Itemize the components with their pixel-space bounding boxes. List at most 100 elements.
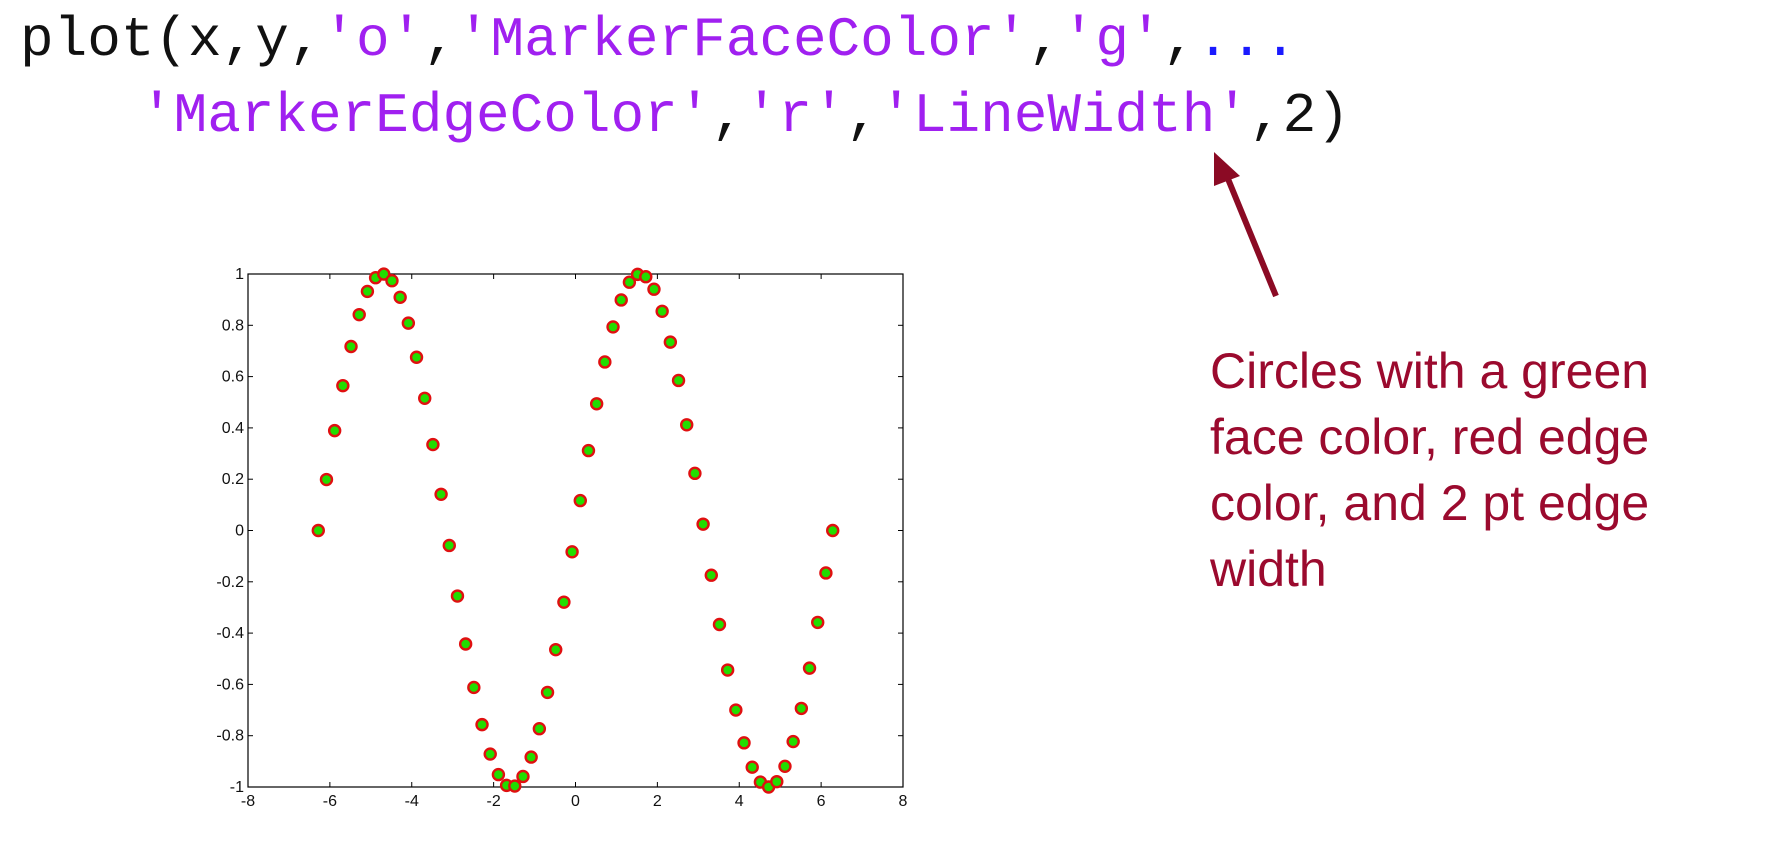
callout-text: Circles with a green face color, red edg… — [1210, 343, 1650, 597]
data-point — [434, 487, 448, 501]
code-line-1: plot(x,y,'o','MarkerFaceColor','g',... — [20, 12, 1297, 68]
code-token: , — [711, 84, 745, 148]
data-point — [418, 391, 432, 405]
data-point — [696, 517, 710, 531]
data-point — [778, 759, 792, 774]
data-point — [581, 443, 596, 458]
code-token: , — [1162, 8, 1197, 72]
code-line-2: 'MarkerEdgeColor','r','LineWidth',2) — [140, 88, 1350, 144]
code-token: ... — [1196, 8, 1298, 72]
data-point — [549, 642, 563, 657]
y-tick-label: -1 — [230, 779, 244, 796]
y-tick-label: -0.8 — [216, 728, 244, 745]
data-point — [508, 779, 522, 793]
data-point — [532, 722, 547, 736]
data-point — [565, 545, 579, 559]
callout-arrow — [1214, 152, 1279, 298]
data-point — [639, 270, 653, 284]
code-token: 'LineWidth' — [879, 84, 1250, 148]
code-token: 'r' — [744, 84, 846, 148]
data-point — [458, 637, 473, 651]
y-tick-label: -0.4 — [216, 625, 244, 642]
x-tick-label: -4 — [405, 793, 419, 810]
data-point — [622, 275, 637, 289]
data-point — [826, 523, 840, 538]
y-tick-label: 0 — [235, 523, 244, 540]
data-point — [557, 595, 571, 609]
data-point — [393, 290, 407, 304]
data-point — [491, 767, 506, 782]
data-point — [336, 378, 350, 393]
data-point — [360, 284, 375, 299]
y-tick-label: 0.8 — [222, 317, 244, 334]
data-point — [442, 538, 456, 553]
data-point — [516, 769, 530, 784]
code-token: 'MarkerFaceColor' — [456, 8, 1029, 72]
data-point — [467, 680, 481, 695]
y-tick-label: 0.2 — [222, 471, 244, 488]
data-point — [401, 316, 416, 330]
data-point — [311, 523, 325, 538]
x-tick-label: 6 — [817, 793, 826, 810]
data-point — [426, 437, 440, 452]
data-point — [483, 747, 497, 761]
data-point — [540, 685, 555, 700]
code-token: , — [1028, 8, 1062, 72]
data-point — [720, 663, 735, 677]
data-point — [352, 307, 366, 322]
y-tick-label: 0.4 — [222, 420, 244, 437]
data-point — [712, 617, 727, 632]
data-point — [327, 423, 342, 438]
data-point — [770, 774, 784, 789]
data-point — [475, 717, 489, 732]
data-point — [598, 355, 612, 369]
data-point — [319, 472, 334, 487]
data-point — [688, 466, 702, 481]
data-point — [680, 418, 694, 432]
x-tick-label: -6 — [323, 793, 337, 810]
data-point — [663, 335, 678, 349]
arrow-shaft — [1223, 172, 1279, 298]
data-point — [737, 736, 751, 750]
y-tick-label: -0.6 — [216, 676, 244, 693]
data-point — [671, 373, 686, 388]
data-point — [409, 350, 424, 364]
code-token: ,2) — [1249, 84, 1350, 148]
x-tick-label: -2 — [487, 793, 501, 810]
data-point — [819, 566, 833, 580]
code-token: plot(x,y, — [20, 8, 323, 72]
code-token: , — [423, 8, 457, 72]
data-point — [786, 734, 800, 749]
data-point — [524, 750, 538, 764]
data-point — [745, 760, 759, 774]
data-point — [385, 274, 399, 288]
x-tick-label: 8 — [899, 793, 908, 810]
code-token: 'MarkerEdgeColor' — [140, 84, 712, 148]
code-token: 'g' — [1061, 8, 1163, 72]
x-tick-label: 4 — [735, 793, 744, 810]
y-tick-label: -0.2 — [216, 574, 244, 591]
data-point — [655, 304, 669, 318]
data-point — [606, 320, 620, 334]
code-token: 'o' — [322, 8, 424, 72]
data-point — [729, 703, 743, 717]
data-point — [589, 397, 604, 411]
data-point — [811, 615, 825, 630]
data-point — [573, 493, 587, 508]
plot-points — [311, 267, 840, 794]
y-tick-label: 0.6 — [222, 369, 244, 386]
arrow-head — [1214, 152, 1240, 186]
data-point — [450, 589, 465, 603]
x-tick-label: -8 — [241, 793, 255, 810]
code-token: , — [845, 84, 880, 148]
data-point — [802, 661, 817, 675]
x-tick-label: 0 — [571, 793, 580, 810]
plot-axes: -8 -6 -4 -2 0 2 4 6 8 1 0.8 0.6 0.4 0.2 0 -0.2 -0.4 -0.6 -… — [216, 266, 907, 810]
y-tick-label: 1 — [235, 266, 244, 283]
data-point — [344, 339, 358, 354]
data-point — [614, 293, 628, 307]
data-point — [794, 701, 809, 716]
x-tick-label: 2 — [653, 793, 662, 810]
data-point — [704, 568, 718, 582]
